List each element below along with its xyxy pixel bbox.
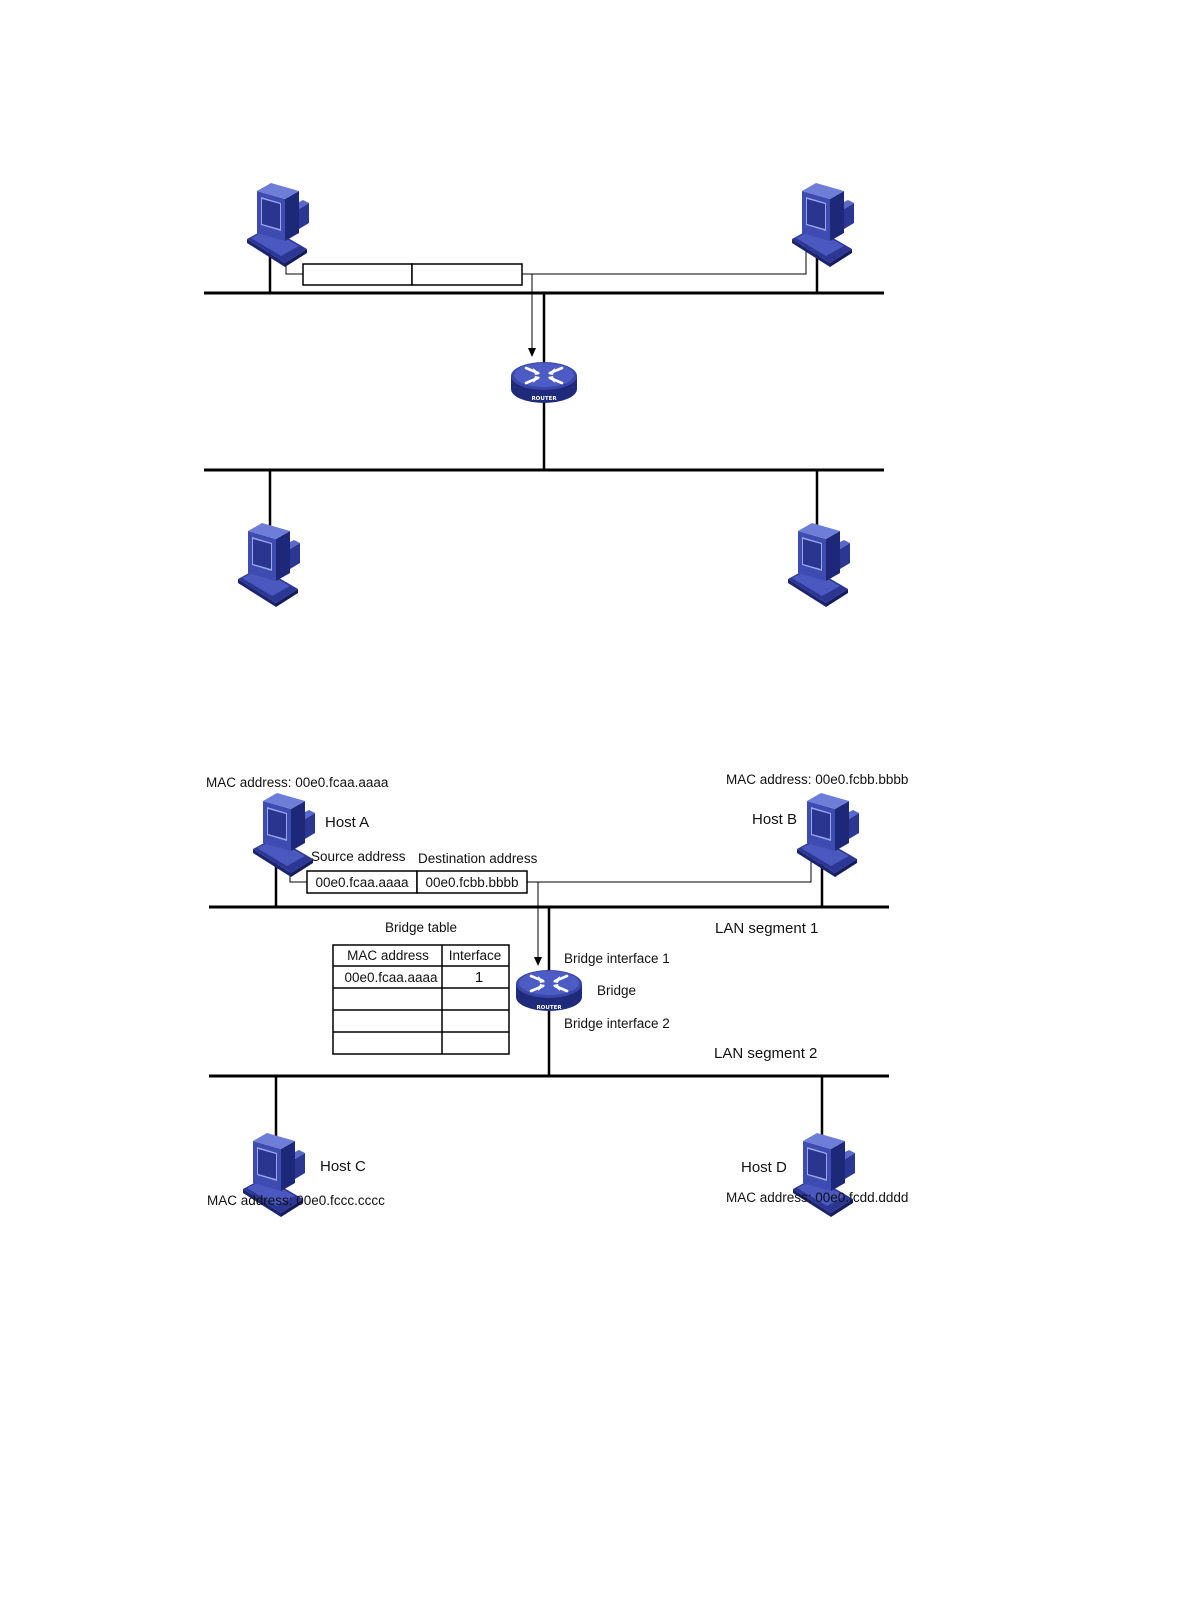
upper-frame-source-box [302,263,413,286]
host-d-mac-label: MAC address: 00e0.fcdd.dddd [726,1190,908,1205]
bridge-interface-1-label: Bridge interface 1 [564,951,670,966]
lan-segment-1-label: LAN segment 1 [715,920,818,937]
upper-router-label: ROUTER [531,396,557,402]
upper-arrow-to-host-b [522,232,810,275]
host-d-name: Host D [741,1159,787,1176]
upper-arrow-to-bridge [522,273,536,357]
host-a-mac-label: MAC address: 00e0.fcaa.aaaa [206,775,389,790]
bridge-label: Bridge [597,983,636,998]
upper-diagram: ROUTER [204,183,884,607]
bridge-table-header-mac: MAC address [347,948,429,963]
upper-host-b-computer-icon [792,183,854,267]
lan-segment-2-label: LAN segment 2 [714,1045,817,1062]
lower-diagram: 00e0.fcaa.aaaa 00e0.fcbb.bbbb Source add… [206,772,908,1217]
bridge-device-label: ROUTER [536,1005,562,1011]
bridge-router-icon: ROUTER [514,968,584,1013]
frame-destination-value: 00e0.fcbb.bbbb [425,875,518,890]
arrow-to-host-b [527,841,815,883]
upper-router-icon: ROUTER [509,360,579,405]
upper-frame-destination-box [411,263,523,286]
frame-source-value: 00e0.fcaa.aaaa [315,875,409,890]
bridge-table-cell-interface: 1 [475,969,483,986]
host-a-name: Host A [325,814,369,831]
source-address-label: Source address [311,849,406,864]
destination-address-label: Destination address [418,851,538,866]
arrow-to-bridge [527,881,542,966]
bridge-table-cell-mac: 00e0.fcaa.aaaa [344,970,438,985]
host-b-computer-icon [797,793,859,877]
bridge-interface-2-label: Bridge interface 2 [564,1016,670,1031]
bridge-table-header-interface: Interface [449,948,502,963]
host-b-name: Host B [752,811,797,828]
host-c-name: Host C [320,1158,366,1175]
host-c-mac-label: MAC address: 00e0.fccc.cccc [207,1193,385,1208]
bridge-table-frame [332,944,510,1055]
bridge-table-title: Bridge table [385,920,457,935]
upper-host-c-computer-icon [238,523,300,607]
host-b-mac-label: MAC address: 00e0.fcbb.bbbb [726,772,908,787]
bridge-table: MAC address Interface 00e0.fcaa.aaaa 1 [332,944,510,1055]
upper-host-a-computer-icon [247,183,309,267]
upper-host-d-computer-icon [788,523,850,607]
host-a-computer-icon [253,793,315,877]
